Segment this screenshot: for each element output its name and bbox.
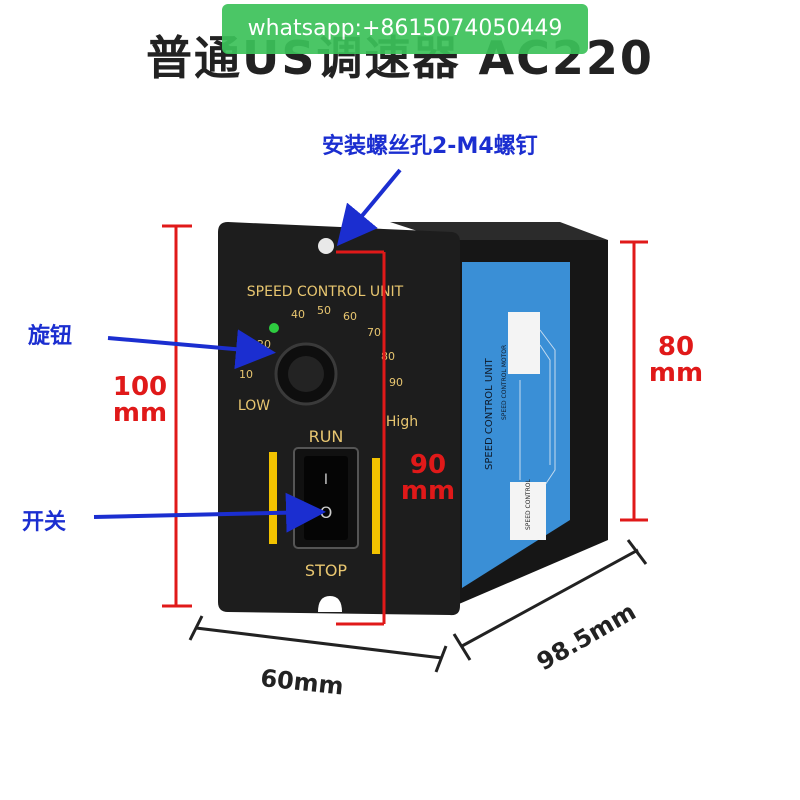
- low-label: LOW: [238, 398, 270, 414]
- side-label-title: SPEED CONTROL UNIT: [484, 357, 495, 470]
- dimension-lines-dark: [188, 539, 648, 673]
- run-label: RUN: [309, 427, 344, 446]
- hole-spacing-dimension: 90 mm: [396, 452, 460, 504]
- watermark-banner: whatsapp:+8615074050449: [222, 4, 588, 54]
- switch-annotation: 开关: [22, 510, 67, 535]
- front-panel: SPEED CONTROL UNIT 10 20 40 50 60 70 80 …: [218, 222, 460, 616]
- dial-tick-label: 70: [367, 326, 381, 339]
- hole-spacing-value: 90: [409, 450, 447, 480]
- rocker-switch[interactable]: [293, 447, 359, 549]
- side-label-subtitle: SPEED CONTROL MOTOR: [501, 345, 508, 420]
- height-value: 100: [112, 372, 168, 402]
- dial-tick-label: 20: [257, 338, 271, 351]
- depth-value: 80: [657, 332, 695, 362]
- dial-tick-label: 40: [291, 308, 305, 321]
- screw-hole-annotation: 安装螺丝孔2-M4螺钉: [322, 134, 538, 159]
- dimension-lines: [162, 224, 648, 626]
- side-box-text: SPEED CONTROL: [525, 479, 532, 530]
- bottom-screw-slot: [318, 596, 342, 612]
- speed-knob[interactable]: [274, 342, 338, 406]
- power-led: [269, 323, 279, 333]
- top-screw-hole: [318, 238, 334, 254]
- yellow-indicator-bar: [372, 458, 380, 554]
- side-speed-box: [510, 482, 546, 540]
- panel-label: SPEED CONTROL UNIT: [247, 284, 404, 300]
- switch-off-symbol: O: [320, 503, 333, 522]
- high-label: High: [386, 414, 418, 430]
- side-diagram-box: [508, 312, 540, 374]
- height-dimension: 100 mm: [110, 374, 170, 426]
- depth-unit: mm: [648, 358, 704, 388]
- dial-tick-label: 60: [343, 310, 357, 323]
- height-unit: mm: [112, 398, 168, 428]
- dial-tick-label: 10: [239, 368, 253, 381]
- dial-tick-label: 90: [389, 376, 403, 389]
- yellow-indicator-bar: [269, 452, 277, 544]
- dial-tick-label: 50: [317, 304, 331, 317]
- annotation-arrows: [93, 168, 402, 533]
- depth-dimension: 80 mm: [644, 334, 708, 386]
- controller-body: SPEED CONTROL UNIT SPEED CONTROL MOTOR S…: [390, 222, 608, 610]
- switch-on-symbol: I: [324, 472, 328, 488]
- stop-label: STOP: [305, 561, 348, 580]
- hole-spacing-unit: mm: [400, 476, 456, 506]
- knob-annotation: 旋钮: [28, 324, 73, 349]
